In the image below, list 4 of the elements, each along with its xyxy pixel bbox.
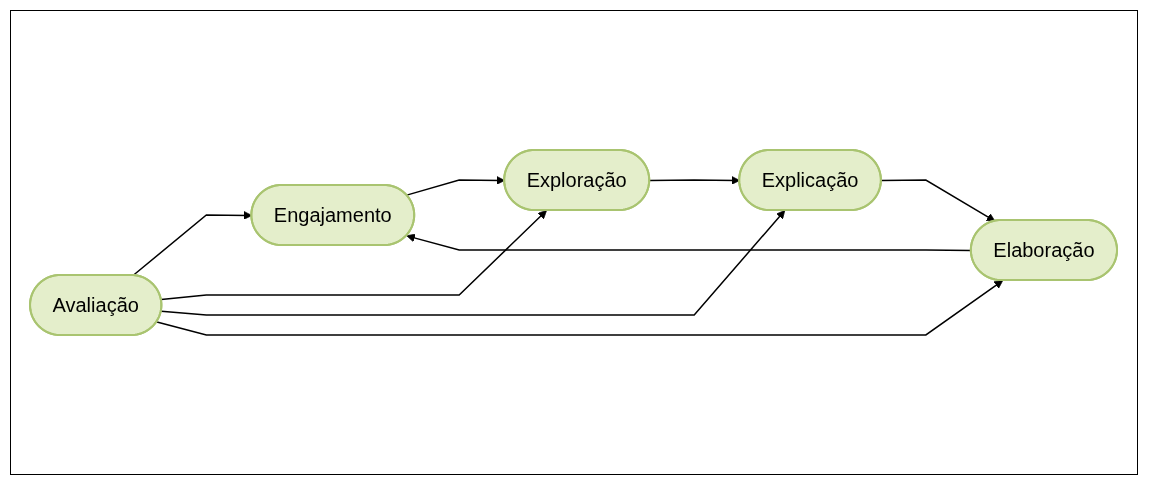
arrow (156, 280, 1004, 336)
arrow (161, 210, 548, 301)
arrow (881, 179, 996, 222)
arrow (161, 210, 786, 316)
